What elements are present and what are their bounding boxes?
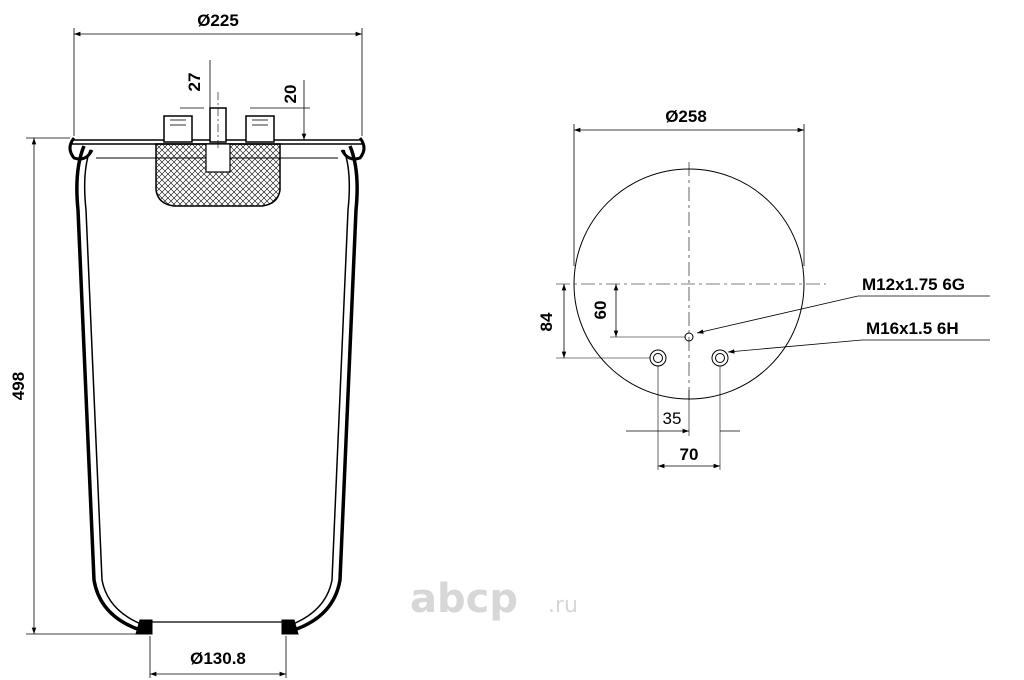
dim-total-height: 498 (9, 372, 28, 400)
dim-offset-small: 35 (663, 409, 682, 428)
dim-bottom-diameter: Ø130.8 (190, 649, 246, 668)
dim-offset-large: 70 (680, 445, 699, 464)
dim-stud-height: 27 (185, 73, 204, 92)
leader-center-thread (696, 295, 859, 334)
watermark-brand: abcp (410, 576, 518, 622)
thread-label-side: M16x1.5 6H (866, 319, 959, 338)
bottom-bead-left (135, 619, 153, 635)
watermark-domain: .ru (548, 593, 578, 618)
dim-vertical-inner: 60 (591, 301, 610, 320)
thread-label-center: M12x1.75 6G (862, 275, 965, 294)
dim-vertical-outer: 84 (537, 312, 556, 331)
bumper-block (155, 143, 281, 207)
air-spring-top-view (556, 124, 990, 470)
bellows-right-wall-inner (287, 149, 351, 627)
air-spring-side-view (26, 28, 366, 678)
bellows-left-wall-outer (75, 145, 141, 632)
dim-top-diameter: Ø225 (197, 11, 239, 30)
side-thread-hole-right (711, 349, 729, 367)
side-thread-hole-left (649, 349, 667, 367)
leader-side-thread (727, 339, 863, 354)
bottom-bead-right (281, 619, 299, 635)
dim-plate-diameter: Ø258 (665, 107, 707, 126)
bellows-right-wall-outer (293, 145, 359, 632)
watermark-logo: abcp .ru (410, 576, 578, 622)
bellows-left-wall-inner (83, 149, 147, 627)
dim-fitting-height: 20 (281, 85, 300, 104)
stud-bore (205, 143, 231, 173)
